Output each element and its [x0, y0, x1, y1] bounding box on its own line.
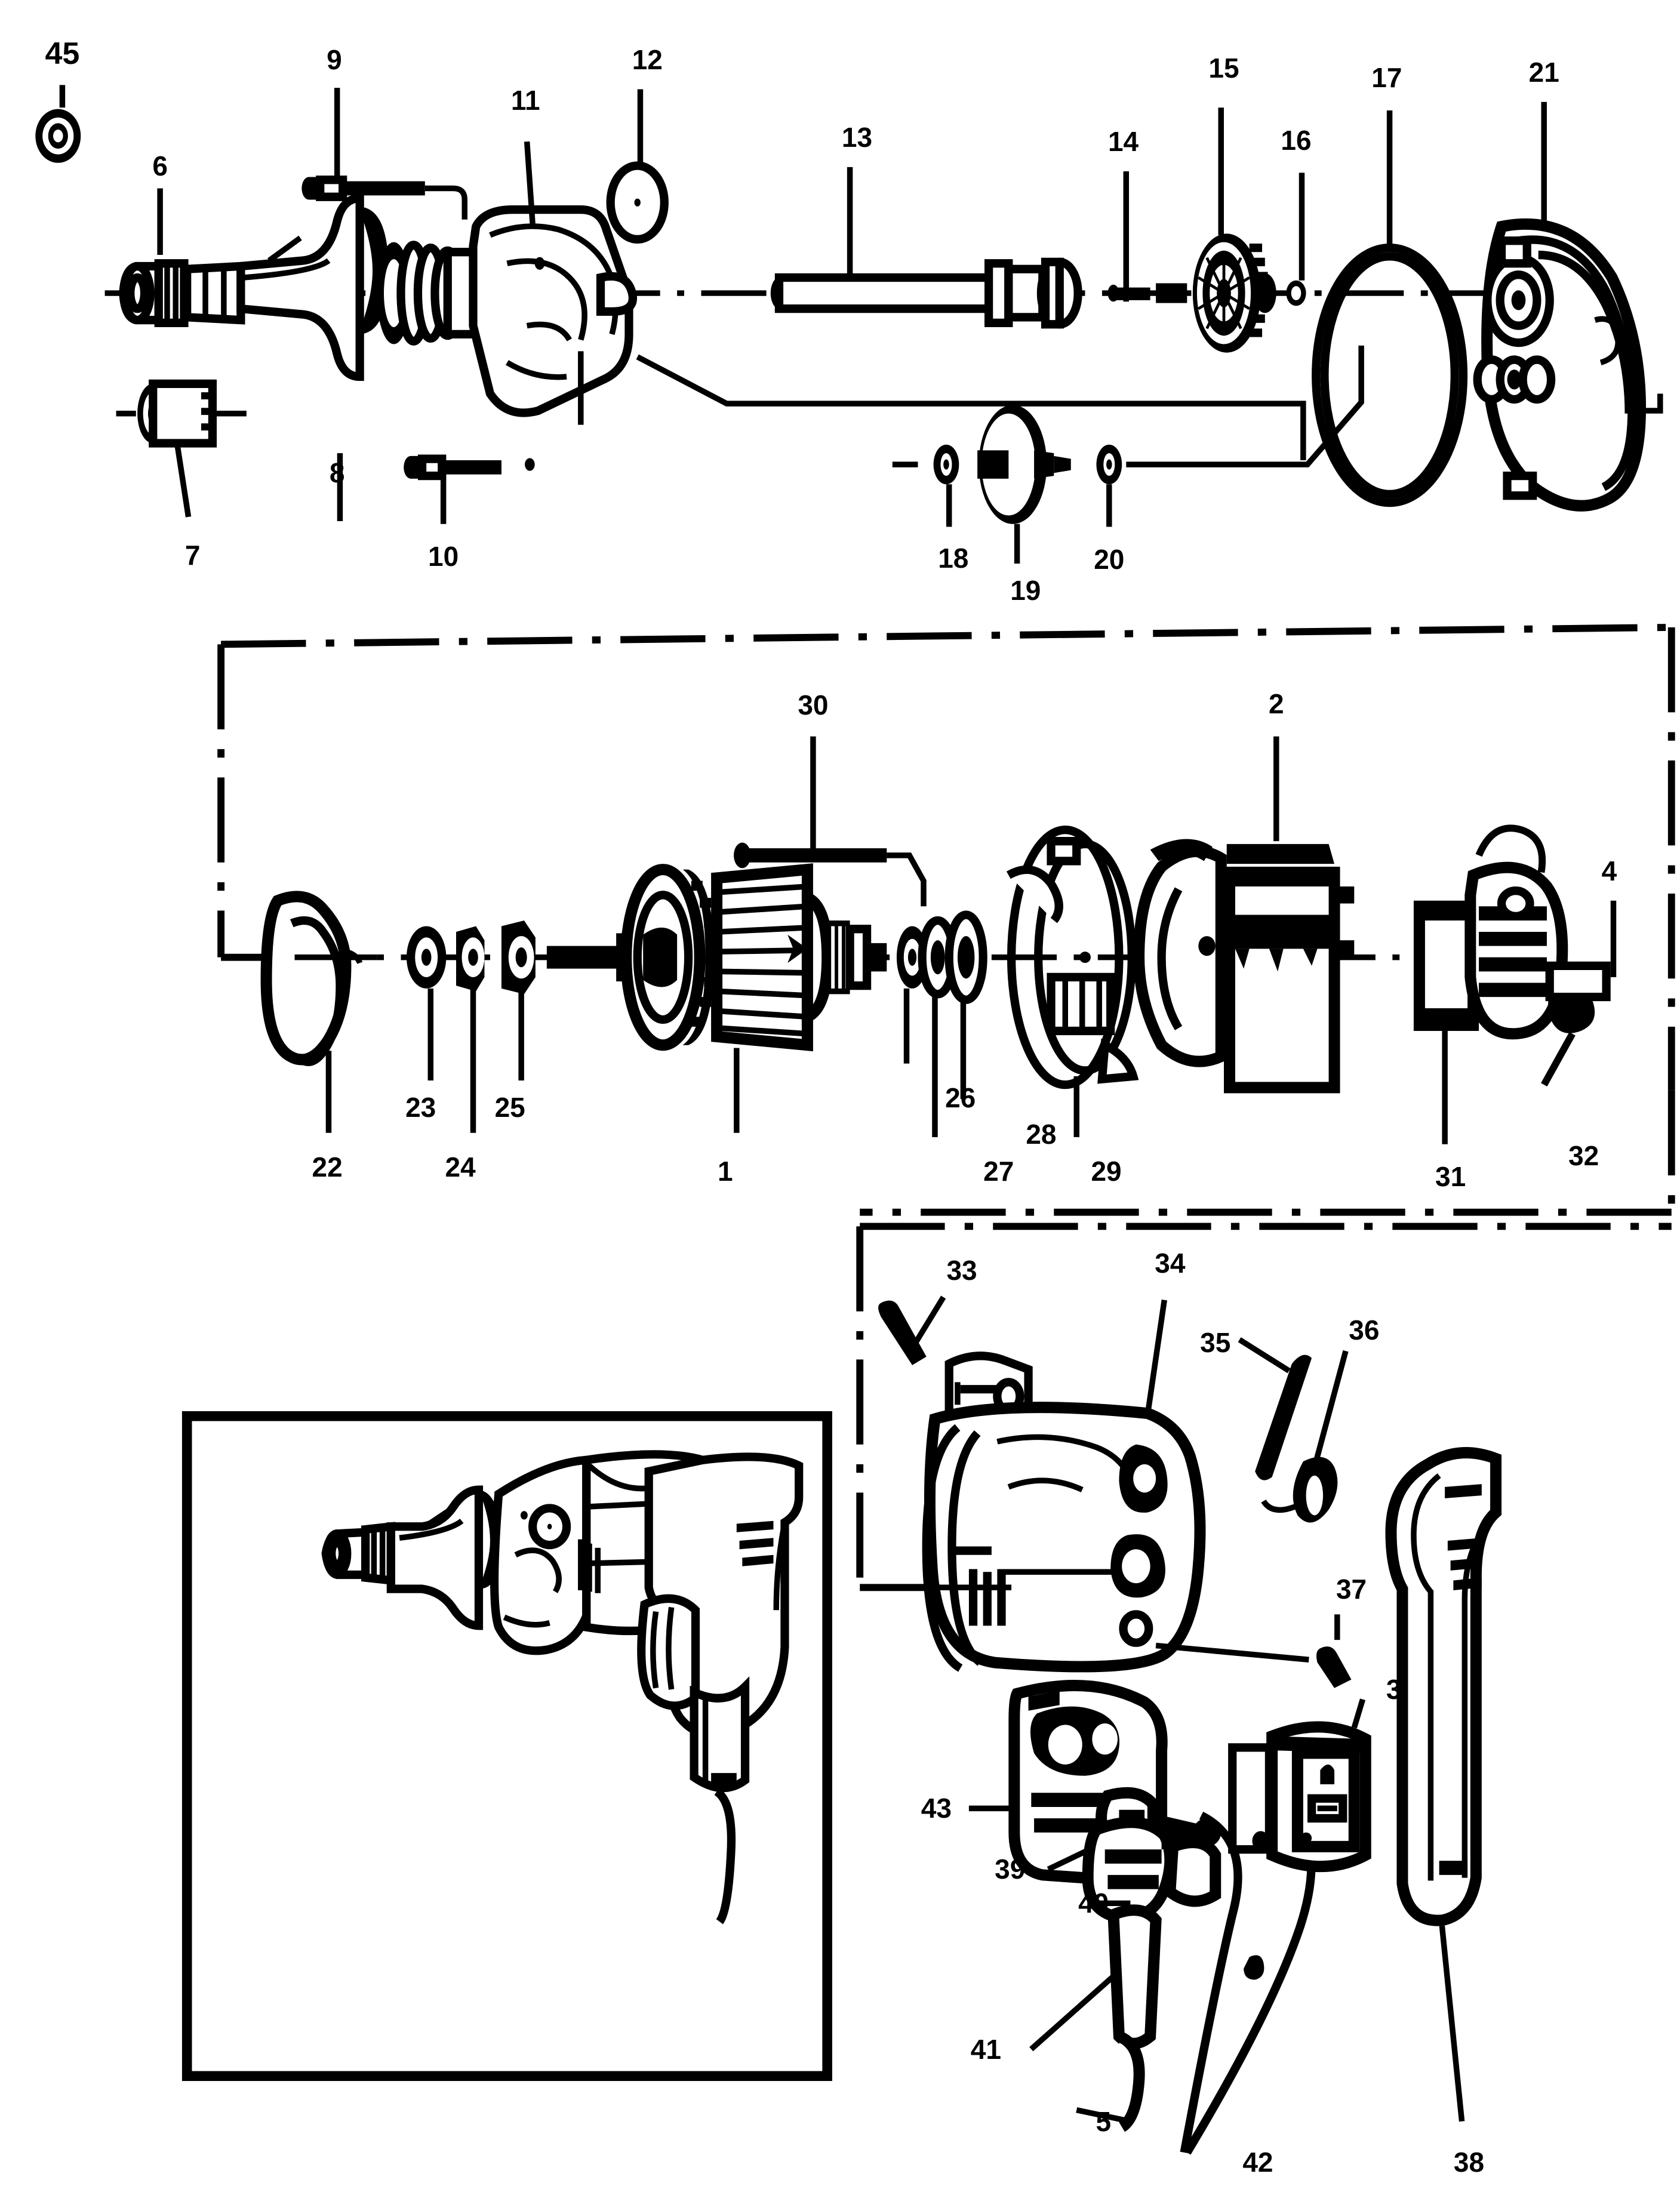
callout-label-41: 41	[970, 2033, 1001, 2065]
callout-label-26: 26	[945, 1082, 976, 1113]
part-32-brush	[1541, 961, 1611, 1087]
part-36-terminal	[1261, 1350, 1349, 1523]
part-18-washer	[892, 444, 959, 527]
part-41-cord	[1029, 1904, 1162, 2132]
part-20-washer	[1096, 345, 1364, 527]
part-38-right-handle	[1385, 1447, 1502, 2122]
callout-label-43: 43	[921, 1793, 952, 1824]
part-1-armature	[546, 863, 887, 1133]
callout-label-24: 24	[445, 1151, 476, 1183]
group-boundary-bottom	[856, 1223, 1672, 1591]
part-25-washer	[501, 920, 536, 1081]
callout-label-19: 19	[1010, 575, 1041, 607]
callout-label-14: 14	[1107, 126, 1139, 158]
callout-label-8: 8	[329, 457, 345, 489]
callout-label-12: 12	[632, 44, 663, 75]
callout-label-32: 32	[1568, 1140, 1599, 1171]
callout-label-9: 9	[327, 44, 342, 75]
callout-label-17: 17	[1371, 62, 1402, 94]
part-10-screw-lower	[404, 454, 501, 524]
callout-label-36: 36	[1349, 1314, 1380, 1346]
callout-label-20: 20	[1094, 544, 1125, 575]
callout-label-37: 37	[1336, 1573, 1367, 1605]
part-14-pin	[1107, 171, 1150, 302]
part-7-locator-sleeve	[116, 379, 247, 518]
callout-label-35: 35	[1200, 1326, 1231, 1358]
part-9-screw-upper	[301, 88, 467, 220]
callout-label-13: 13	[841, 122, 873, 153]
part-19-spacer	[977, 405, 1071, 564]
part-13-spindle	[770, 167, 1082, 329]
part-21-end-housing	[1473, 101, 1663, 512]
callout-label-6: 6	[152, 150, 168, 181]
part-collar-rings	[377, 241, 484, 346]
callout-label-16: 16	[1281, 124, 1312, 156]
part-33-screw	[878, 1295, 946, 1365]
callout-label-29: 29	[1091, 1155, 1122, 1187]
callout-label-28: 28	[1026, 1119, 1057, 1150]
callout-label-25: 25	[494, 1092, 525, 1123]
part-45-washer	[35, 85, 81, 163]
callout-label-23: 23	[405, 1092, 436, 1123]
callout-label-3: 3	[1386, 1674, 1402, 1705]
part-34-motor-housing	[922, 1300, 1206, 1673]
part-15-gear	[1156, 107, 1276, 353]
callout-label-15: 15	[1208, 52, 1239, 84]
callout-label-18: 18	[938, 542, 969, 574]
callout-label-11: 11	[510, 85, 540, 116]
part-37-screw	[1155, 1614, 1352, 1688]
part-3-switch	[1228, 1698, 1371, 1873]
part-11-gear-case	[469, 141, 637, 471]
callout-label-10: 10	[428, 541, 459, 572]
callout-label-39: 39	[995, 1854, 1026, 1885]
callout-label-21: 21	[1528, 56, 1559, 88]
part-35-wire	[1238, 1337, 1312, 1480]
part-28-washer	[944, 910, 987, 1099]
callout-label-40: 40	[1078, 1888, 1109, 1919]
callout-label-30: 30	[798, 689, 829, 721]
callout-label-22: 22	[312, 1151, 343, 1183]
part-12-cap	[606, 89, 669, 244]
part-29-baffle-ring	[1006, 826, 1139, 1137]
callout-label-45: 45	[45, 36, 80, 72]
part-31-brush-holder	[1413, 824, 1568, 1144]
callout-label-7: 7	[184, 539, 201, 571]
callout-label-4: 4	[1601, 855, 1617, 886]
part-2-field-stator	[1133, 736, 1355, 1094]
callout-label-38: 38	[1453, 2147, 1485, 2178]
callout-label-5: 5	[1096, 2105, 1112, 2137]
part-17-o-ring	[1312, 110, 1468, 507]
callout-label-2: 2	[1268, 688, 1284, 719]
part-8-nose-cone	[236, 193, 390, 521]
part-24-washer	[456, 926, 485, 1133]
callout-label-31: 31	[1435, 1161, 1466, 1193]
callout-label-33: 33	[946, 1254, 977, 1286]
callout-label-34: 34	[1155, 1248, 1186, 1279]
part-23-washer	[406, 926, 447, 1081]
callout-label-1: 1	[718, 1155, 733, 1187]
callout-label-42: 42	[1242, 2147, 1273, 2178]
callout-label-27: 27	[983, 1155, 1014, 1187]
assembled-tool-illustration	[181, 1411, 832, 2082]
part-16-washer	[1286, 173, 1306, 306]
part-30-long-screw	[734, 736, 927, 907]
part-22-cover-plate	[260, 891, 377, 1133]
part-6-bit-holder	[104, 188, 245, 327]
